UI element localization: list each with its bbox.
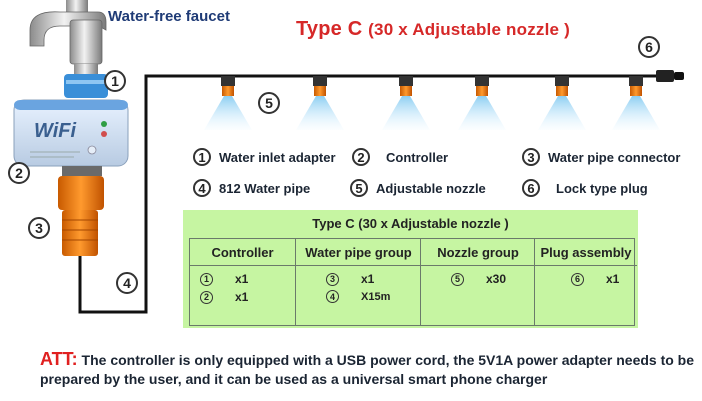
item-num: 6 (571, 272, 584, 286)
attention-text: The controller is only equipped with a U… (40, 352, 695, 387)
item-num: 4 (326, 290, 339, 303)
table-column-controller: Controller 1 x1 2 x1 (190, 239, 295, 325)
legend-item-6: 6 Lock type plug (522, 179, 648, 197)
faucet (29, 0, 107, 74)
table-title: Type C (30 x Adjustable nozzle ) (312, 216, 509, 231)
table-cell: 1 x1 (200, 272, 248, 286)
legend-num: 3 (522, 148, 540, 166)
item-qty: x1 (235, 290, 249, 304)
legend-num: 2 (352, 148, 370, 166)
callout-6: 6 (638, 36, 660, 58)
nozzles (204, 76, 660, 130)
controller-brand-label: WiFi (34, 120, 77, 142)
table-cell: 2 x1 (200, 290, 248, 304)
legend-item-5: 5 Adjustable nozzle (350, 179, 486, 197)
table-cell: 3 x1 (326, 272, 374, 286)
legend-text: Controller (386, 149, 449, 165)
legend-text: Water pipe connector (548, 149, 681, 165)
legend-item-2: 2 Controller (352, 148, 448, 166)
item-num: 3 (326, 272, 339, 286)
legend-item-4: 4 812 Water pipe (193, 179, 310, 197)
callout-4: 4 (116, 272, 138, 294)
table-column-nozzle-group: Nozzle group 5 x30 (420, 239, 535, 325)
column-header: Nozzle group (421, 239, 535, 266)
legend-item-1: 1 Water inlet adapter (193, 148, 336, 166)
item-num: 1 (200, 272, 213, 286)
table-column-plug-assembly: Plug assembly 6 x1 (534, 239, 637, 325)
legend-num: 4 (193, 179, 211, 197)
faucet-label: Water-free faucet (108, 8, 230, 25)
item-qty: x30 (486, 272, 507, 286)
title-sub: (30 x Adjustable nozzle ) (368, 20, 570, 39)
legend-num: 6 (522, 179, 540, 197)
table-cell: 5 x30 (451, 272, 506, 286)
legend-item-3: 3 Water pipe connector (522, 148, 680, 166)
column-header: Controller (190, 239, 295, 266)
callout-2: 2 (8, 162, 30, 184)
table-cell: 6 x1 (571, 272, 619, 286)
legend-text: Lock type plug (556, 180, 648, 196)
item-qty: x1 (235, 272, 249, 286)
legend-text: Water inlet adapter (219, 149, 336, 165)
parts-table: Controller 1 x1 2 x1 Water pipe group 3 … (189, 238, 637, 326)
item-num: 2 (200, 290, 213, 304)
callout-1: 1 (104, 70, 126, 92)
table-cell: 4 X15m (326, 290, 390, 303)
column-header: Water pipe group (296, 239, 421, 266)
item-qty: X15m (361, 290, 391, 303)
item-num: 5 (451, 272, 464, 286)
controller-device (13, 99, 129, 167)
attention-note: ATT: The controller is only equipped wit… (40, 350, 700, 389)
attention-label: ATT: (40, 349, 78, 369)
item-qty: x1 (606, 272, 620, 286)
pipe-connector (58, 176, 104, 210)
legend-text: Adjustable nozzle (376, 180, 486, 196)
legend-num: 5 (350, 179, 368, 197)
parts-table-panel: Type C (30 x Adjustable nozzle ) Control… (183, 210, 638, 328)
item-qty: x1 (361, 272, 375, 286)
lock-plug (656, 70, 684, 82)
callout-3: 3 (28, 217, 50, 239)
table-column-water-pipe-group: Water pipe group 3 x1 4 X15m (295, 239, 421, 325)
callout-5: 5 (258, 92, 280, 114)
legend-text: 812 Water pipe (219, 180, 311, 196)
title-main: Type C (296, 18, 363, 40)
page-title: Type C (30 x Adjustable nozzle ) (296, 18, 570, 41)
legend-num: 1 (193, 148, 211, 166)
column-header: Plug assembly (535, 239, 637, 266)
inlet-adapter (64, 74, 108, 98)
